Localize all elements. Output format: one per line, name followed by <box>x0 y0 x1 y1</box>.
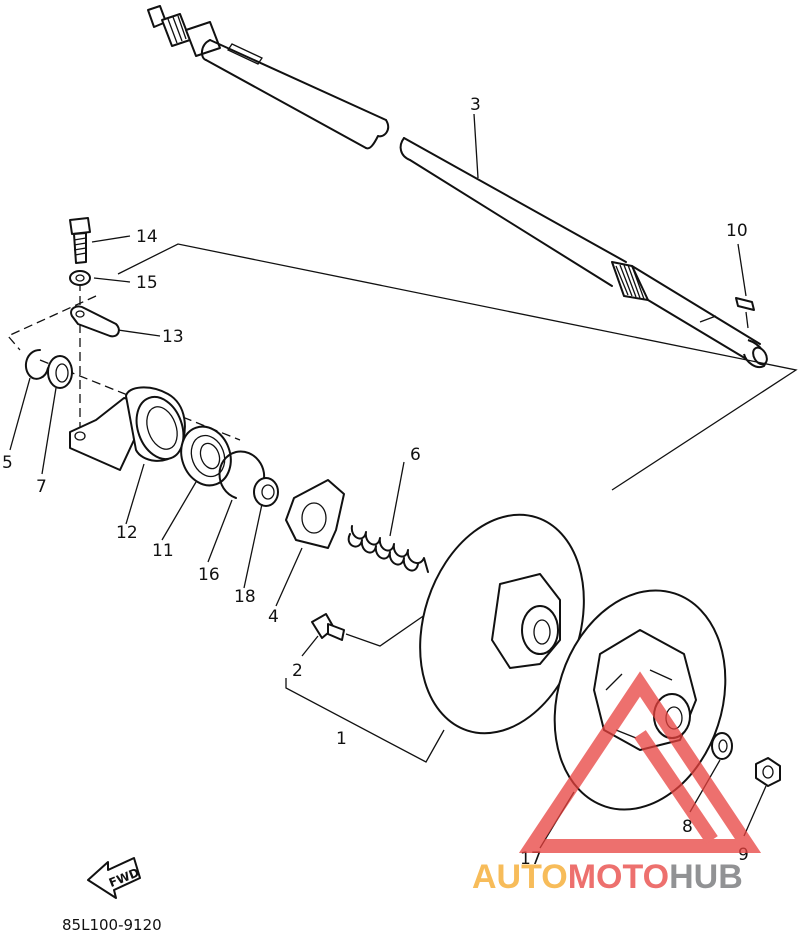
callout-7: 7 <box>36 477 47 497</box>
drive-shaft <box>147 5 768 368</box>
spring <box>347 525 429 573</box>
svg-text:AUTOMOTOHUB: AUTOMOTOHUB <box>472 858 743 896</box>
callout-6: 6 <box>410 445 421 465</box>
callout-18: 18 <box>234 587 256 607</box>
washer <box>711 732 733 760</box>
watermark-text-hub: HUB <box>669 858 743 896</box>
watermark-text-moto: MOTO <box>568 858 669 896</box>
callout-16: 16 <box>198 565 220 585</box>
callout-9: 9 <box>738 845 749 865</box>
assembly-outline-left <box>6 295 97 351</box>
callout-8: 8 <box>682 817 693 837</box>
washer-ring <box>47 355 73 389</box>
callout-14: 14 <box>136 227 158 247</box>
cam <box>285 479 345 549</box>
snap-ring <box>218 450 265 499</box>
fixed-sheave <box>419 513 585 735</box>
ball-bearing <box>180 425 232 487</box>
callout-11: 11 <box>152 541 174 561</box>
bearing-axis <box>39 359 241 441</box>
lock-plate <box>70 305 120 338</box>
fwd-arrow-icon: FWD <box>87 857 141 899</box>
callout-1: 1 <box>336 729 347 749</box>
callout-13: 13 <box>162 327 184 347</box>
callout-17: 17 <box>520 849 542 869</box>
callout-12: 12 <box>116 523 138 543</box>
nut <box>69 270 91 286</box>
watermark-text-auto: AUTO <box>472 858 568 896</box>
sheave-bracket <box>285 678 445 763</box>
callout-5: 5 <box>2 453 13 473</box>
automotohub-watermark: AUTOMOTOHUB <box>472 671 762 896</box>
pin-axis <box>345 609 433 647</box>
circlip <box>24 349 49 380</box>
callout-2: 2 <box>292 661 303 681</box>
callout-10: 10 <box>726 221 748 241</box>
assembly-outline <box>117 243 798 491</box>
callout-labels: 1 2 3 4 5 6 7 8 9 10 11 12 13 14 15 16 1… <box>2 95 749 869</box>
shaft-key <box>735 297 755 311</box>
hex-nut <box>755 757 781 787</box>
bolt <box>69 217 91 264</box>
pin <box>311 613 345 641</box>
watermark-triangle-logo-icon <box>518 671 762 853</box>
leader-lines <box>9 113 767 849</box>
bearing-housing <box>69 386 186 471</box>
diagram-part-code: 85L100-9120 <box>62 916 162 934</box>
callout-3: 3 <box>470 95 481 115</box>
callout-4: 4 <box>268 607 279 627</box>
callout-15: 15 <box>136 273 158 293</box>
collar <box>253 477 279 507</box>
